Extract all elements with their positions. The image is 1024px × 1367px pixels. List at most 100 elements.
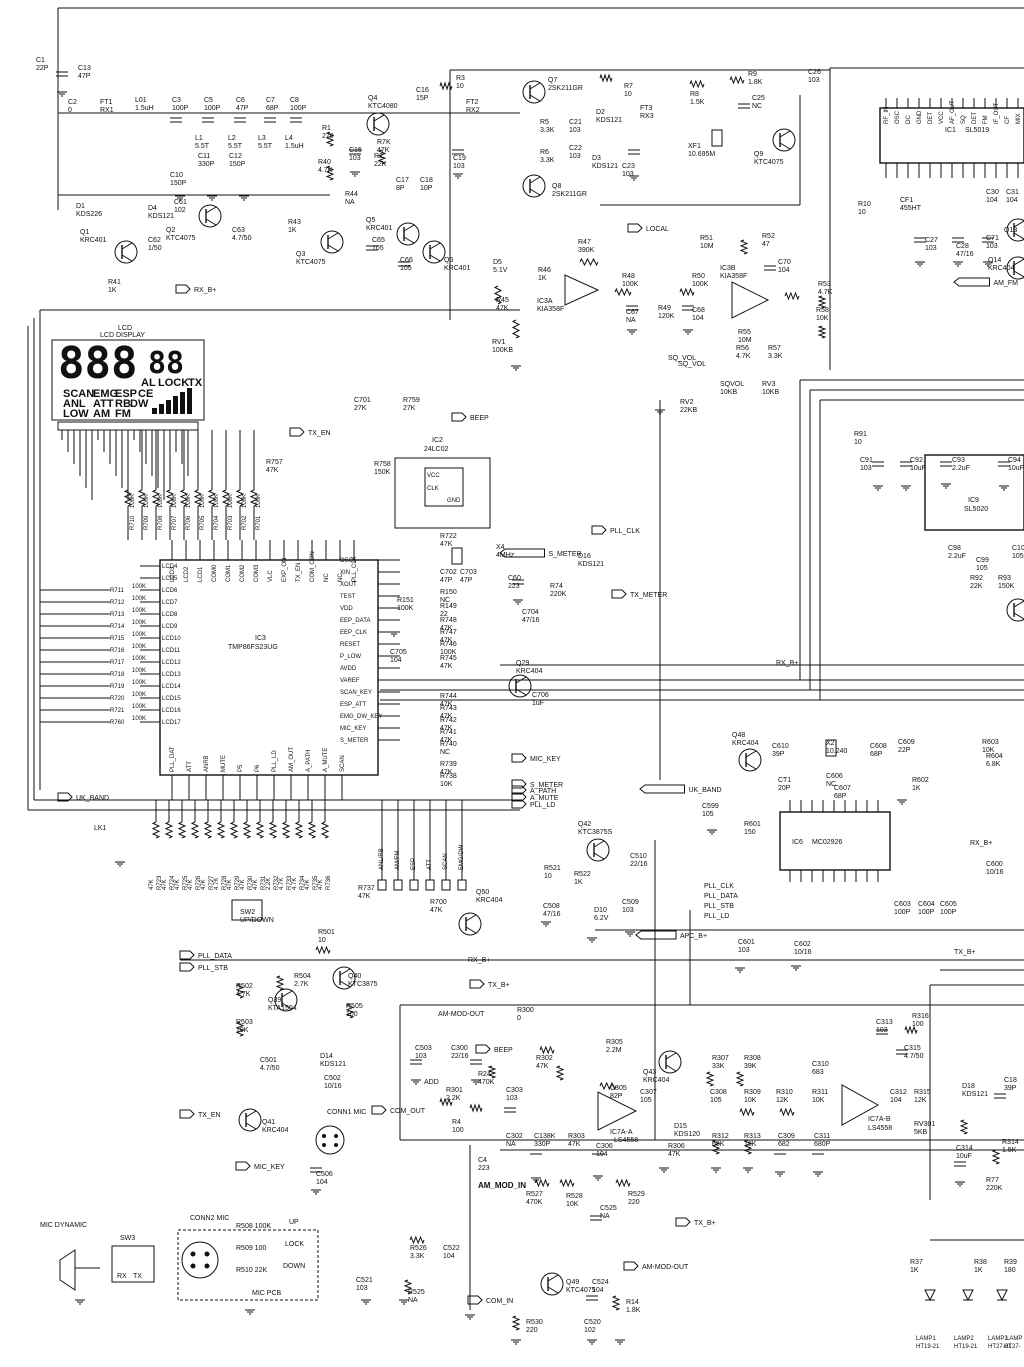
part-value-r528: 10K [566, 1201, 579, 1208]
lcd-fm: FM [115, 408, 131, 420]
ic3-rpin-XOUT: XOUT [340, 582, 357, 588]
lcd-ref: LCD [118, 325, 132, 332]
net-tx-b-3: TX_B+ [954, 949, 976, 956]
part-value-c61: 102 [174, 207, 186, 214]
part-ref-r50: R50 [692, 273, 705, 280]
part-value-r3: 10 [456, 83, 464, 90]
part-value-cf1: 455HT [900, 205, 922, 212]
ic3-pin-LCD13: LCD13 [162, 672, 181, 678]
part-value-c503: 103 [415, 1053, 427, 1060]
part-value-r41: 1K [108, 287, 117, 294]
part-value-c99: 105 [976, 565, 988, 572]
part-value-d5: 5.1V [493, 267, 508, 274]
lcd-res-val-4: 100K [186, 494, 192, 508]
ic1-pin-6: AF_OUT [950, 100, 956, 124]
part-value-r315: 12K [914, 1097, 927, 1104]
conn1-connector [315, 1125, 345, 1155]
part-ref-r700: R700 [430, 899, 447, 906]
ic3-mcu: IC3 TMP86FS23UG LCD4LCD5LCD6LCD7LCD8LCD9… [40, 540, 400, 800]
part-ref-c307: C307 [640, 1089, 657, 1096]
transistor-19 [508, 674, 532, 698]
crystals [451, 129, 837, 757]
part-ref-c521: C521 [356, 1277, 373, 1284]
bank-val-13: 47K [318, 879, 324, 890]
part-value-r738: 10K [440, 781, 453, 788]
part-ref-d2: D2 [596, 109, 605, 116]
part-ref-r757: R757 [266, 459, 283, 466]
part-ref-c18: C18 [420, 177, 433, 184]
part-ref-c508: C508 [543, 903, 560, 910]
part-value-r526: 3.3K [410, 1253, 425, 1260]
part-ref-r745: R745 [440, 655, 457, 662]
part-value-r55: 10M [738, 337, 752, 344]
part-ref-c2: C2 [68, 99, 77, 106]
bank-res-R723: R723 [157, 875, 163, 890]
bank-res-R730: R730 [248, 875, 254, 890]
part-ref-r49: R49 [658, 305, 671, 312]
ic3-rpin-VDD: VDD [340, 606, 353, 612]
part-ref-r9: R9 [748, 71, 757, 78]
part-ref-q41: Q41 [262, 1119, 275, 1126]
part-value-c92: 10uF [910, 465, 926, 472]
part-ref-c27: C27 [925, 237, 938, 244]
part-value-c31: 104 [1006, 197, 1018, 204]
part-ref-c23: C23 [622, 163, 635, 170]
part-value-d10: 6.2V [594, 915, 609, 922]
part-ref-c509: C509 [622, 899, 639, 906]
transistor-3 [772, 128, 796, 152]
part-ref-r311: R311 [812, 1089, 828, 1096]
part-value-r91: 10 [854, 439, 862, 446]
ic9-sl5020: IC9 SL5020 [924, 454, 1024, 531]
ic3-pin-LCD9: LCD9 [162, 624, 178, 630]
ic3-left-res-R720: R720 [110, 696, 125, 702]
net-rx-b-3: RX_B+ [468, 957, 490, 964]
part-ref-c312: C312 [890, 1089, 907, 1096]
part-ref-xf1: XF1 [688, 143, 701, 150]
part-value-c12: 150P [229, 161, 246, 168]
part-ref-r522: R522 [574, 871, 591, 878]
bank-val-5: 4.7K [214, 878, 220, 890]
part-value-r39: 180 [1004, 1267, 1016, 1274]
lcd-res-R704: R704 [214, 515, 220, 530]
part-ref-c26: C26 [808, 69, 821, 76]
part-value-c701: 27K [354, 405, 367, 412]
part-ref-r316: R316 [912, 1013, 929, 1020]
part-value-c4: 223 [478, 1165, 490, 1172]
part-ref-c520: C520 [584, 1319, 601, 1326]
ic3-bpin-ATT: ATT [187, 761, 193, 772]
part-value-rv1: 100KB [492, 347, 513, 354]
ic3-left-res-val-3: 100K [132, 620, 146, 626]
bank-val-9: 2.2K [266, 878, 272, 890]
lcd-bargraph [152, 388, 192, 414]
part-ref-c21: C21 [569, 119, 582, 126]
part-ref-c138k: C138K [534, 1133, 556, 1140]
part-value-c525: NA [600, 1213, 610, 1220]
part-ref-r1: R1 [322, 125, 331, 132]
part-ref-r41: R41 [108, 279, 121, 286]
part-ref-r45: R45 [496, 297, 509, 304]
part-ref-c604: C604 [918, 901, 935, 908]
flag-beep-2: BEEP [475, 1044, 513, 1054]
flag-a-path: A_PATH [511, 785, 556, 795]
bank-res-R731: R731 [261, 875, 267, 890]
part-value-q9: KTC4075 [754, 159, 784, 166]
flag-mic-key-2-text: MIC_KEY [254, 1164, 285, 1171]
part-value-r504: 2.7K [294, 981, 309, 988]
svg-text:MIC PCB: MIC PCB [252, 1290, 282, 1297]
svg-text:CONN2 MIC: CONN2 MIC [190, 1215, 229, 1222]
ic3-pin-LCD7: LCD7 [162, 600, 178, 606]
lcd-res-val-5: 100K [200, 494, 206, 508]
part-value-r46: 1K [538, 275, 547, 282]
part-ref-d15: D15 [674, 1123, 687, 1130]
part-value-c302: NA [506, 1141, 516, 1148]
svg-text:GND: GND [447, 498, 461, 504]
lcd-res-val-6: 100K [214, 494, 220, 508]
ic3-rpin-AVDD: AVDD [340, 666, 357, 672]
part-ref-q13: Q13 [1004, 227, 1017, 234]
part-ref-r39: R39 [1004, 1259, 1017, 1266]
part-ref-l01: L01 [135, 97, 147, 104]
part-ref-lk1: LK1 [94, 825, 107, 832]
ic3-bpin-P5: P5 [238, 764, 244, 772]
part-ref-r505: R505 [346, 1003, 363, 1010]
bank-res-R728: R728 [222, 875, 228, 890]
